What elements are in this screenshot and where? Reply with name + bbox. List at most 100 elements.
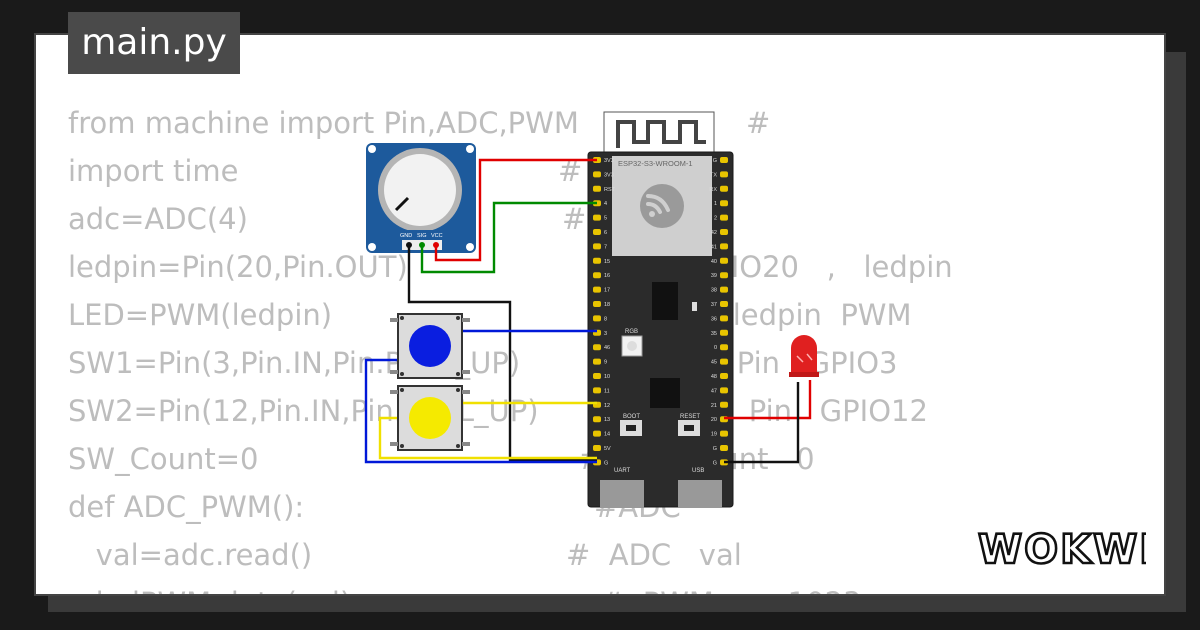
header-pin[interactable]	[720, 401, 728, 408]
wire-led-red	[724, 380, 812, 420]
header-pin[interactable]	[593, 315, 601, 322]
button-cap-blue[interactable]	[409, 325, 451, 367]
pin-label: 13	[604, 417, 610, 423]
header-pin[interactable]	[593, 387, 601, 394]
header-pin[interactable]	[720, 214, 728, 221]
rgb-led-lens	[627, 341, 637, 351]
pot-pin-label: VCC	[431, 233, 443, 239]
header-pin[interactable]	[720, 243, 728, 250]
code-line: from machine import Pin,ADC,PWM	[68, 106, 579, 140]
header-pin[interactable]	[593, 445, 601, 451]
header-pin[interactable]	[593, 229, 601, 235]
esp32-s3-board[interactable]: ESP32-S3-WROOM-1 RGB BOOT RESET UART USB…	[587, 111, 734, 508]
pin-label: 17	[604, 288, 610, 294]
header-pin[interactable]	[720, 387, 728, 394]
pin-label: 4	[604, 201, 607, 207]
svg-text:WOKWI: WOKWI	[978, 527, 1146, 573]
pin-label: 16	[604, 273, 610, 279]
header-pin[interactable]	[720, 301, 728, 307]
pot-knob[interactable]	[384, 154, 456, 226]
usb-label: USB	[692, 468, 704, 474]
pushbutton-yellow[interactable]	[390, 385, 470, 451]
code-comment: # ADC val	[566, 538, 742, 572]
code-line: LED=PWM(ledpin)	[68, 298, 333, 332]
module-label: ESP32-S3-WROOM-1	[618, 159, 693, 168]
pin-label: 45	[711, 360, 717, 366]
header-pin[interactable]	[593, 358, 601, 365]
pot-pin-label: SIG	[417, 233, 426, 239]
pin-label: 14	[604, 432, 610, 438]
header-pin[interactable]	[720, 229, 728, 235]
header-pin[interactable]	[720, 445, 728, 451]
header-pin[interactable]	[593, 416, 601, 423]
pin-label: 9	[604, 360, 607, 366]
header-pin[interactable]	[593, 301, 601, 307]
pin-label: 36	[711, 316, 717, 322]
pin-label: 19	[711, 432, 717, 438]
wokwi-logo: WOKWI	[977, 526, 1146, 575]
header-pin[interactable]	[720, 329, 728, 336]
header-pin[interactable]	[720, 272, 728, 279]
header-pin[interactable]	[720, 257, 728, 264]
uart-label: UART	[614, 468, 631, 474]
pin-label: G	[713, 158, 717, 164]
file-tab-main-py[interactable]: main.py	[68, 12, 240, 74]
header-pin[interactable]	[720, 430, 728, 437]
uart-usb-port[interactable]	[600, 480, 644, 508]
antenna-trace	[616, 120, 706, 148]
pushbutton-blue[interactable]	[390, 313, 470, 379]
pin-label: 18	[604, 302, 610, 308]
pin-label: 2	[714, 216, 717, 222]
pot-indicator	[394, 196, 410, 212]
header-pin[interactable]	[593, 344, 601, 351]
rgb-label: RGB	[625, 329, 638, 335]
pin-label: G	[713, 460, 717, 466]
header-pin[interactable]	[720, 358, 728, 365]
header-pin[interactable]	[720, 286, 728, 293]
header-pin[interactable]	[720, 157, 728, 163]
wire-sig-green	[420, 201, 597, 274]
header-pin[interactable]	[720, 185, 728, 192]
header-pin[interactable]	[720, 171, 728, 178]
header-pin[interactable]	[720, 200, 728, 207]
pin-label: 6	[604, 230, 607, 236]
header-pin[interactable]	[593, 430, 601, 437]
potentiometer[interactable]: GND SIG VCC	[366, 143, 476, 253]
pin-label: 42	[711, 230, 717, 236]
pin-label: 35	[711, 331, 717, 337]
header-pin[interactable]	[593, 286, 601, 293]
button-cap-yellow[interactable]	[409, 397, 451, 439]
header-pin[interactable]	[593, 243, 601, 250]
pot-mount-hole	[368, 145, 376, 153]
header-pin[interactable]	[593, 373, 601, 379]
pin-label: 48	[711, 374, 717, 380]
header-pin[interactable]	[593, 214, 601, 221]
header-pin[interactable]	[593, 257, 601, 264]
wire-sw1-gnd-blue	[364, 358, 597, 464]
pin-label: 7	[604, 244, 607, 250]
code-comment: #	[746, 106, 771, 140]
pot-mount-hole	[466, 145, 474, 153]
pin-label: G	[713, 446, 717, 452]
pin-label: 1	[714, 201, 717, 207]
header-pin[interactable]	[720, 344, 728, 351]
wire-sw2-gnd-yellow	[378, 416, 597, 460]
header-pin[interactable]	[593, 171, 601, 178]
wire-vcc-red	[434, 158, 597, 262]
pin-label: 40	[711, 259, 717, 265]
usb-port[interactable]	[678, 480, 722, 508]
header-pin[interactable]	[720, 315, 728, 322]
pin-label: 0	[714, 345, 717, 351]
pin-label: 11	[604, 388, 610, 394]
header-pin[interactable]	[593, 185, 601, 192]
header-pin[interactable]	[720, 373, 728, 379]
code-line: adc=ADC(4)	[68, 202, 248, 236]
header-pin[interactable]	[593, 272, 601, 279]
wire-led-black	[724, 382, 800, 464]
usb-bridge-chip	[652, 282, 678, 320]
code-line: def ADC_PWM():	[68, 490, 305, 524]
pin-label: RST	[604, 187, 616, 193]
